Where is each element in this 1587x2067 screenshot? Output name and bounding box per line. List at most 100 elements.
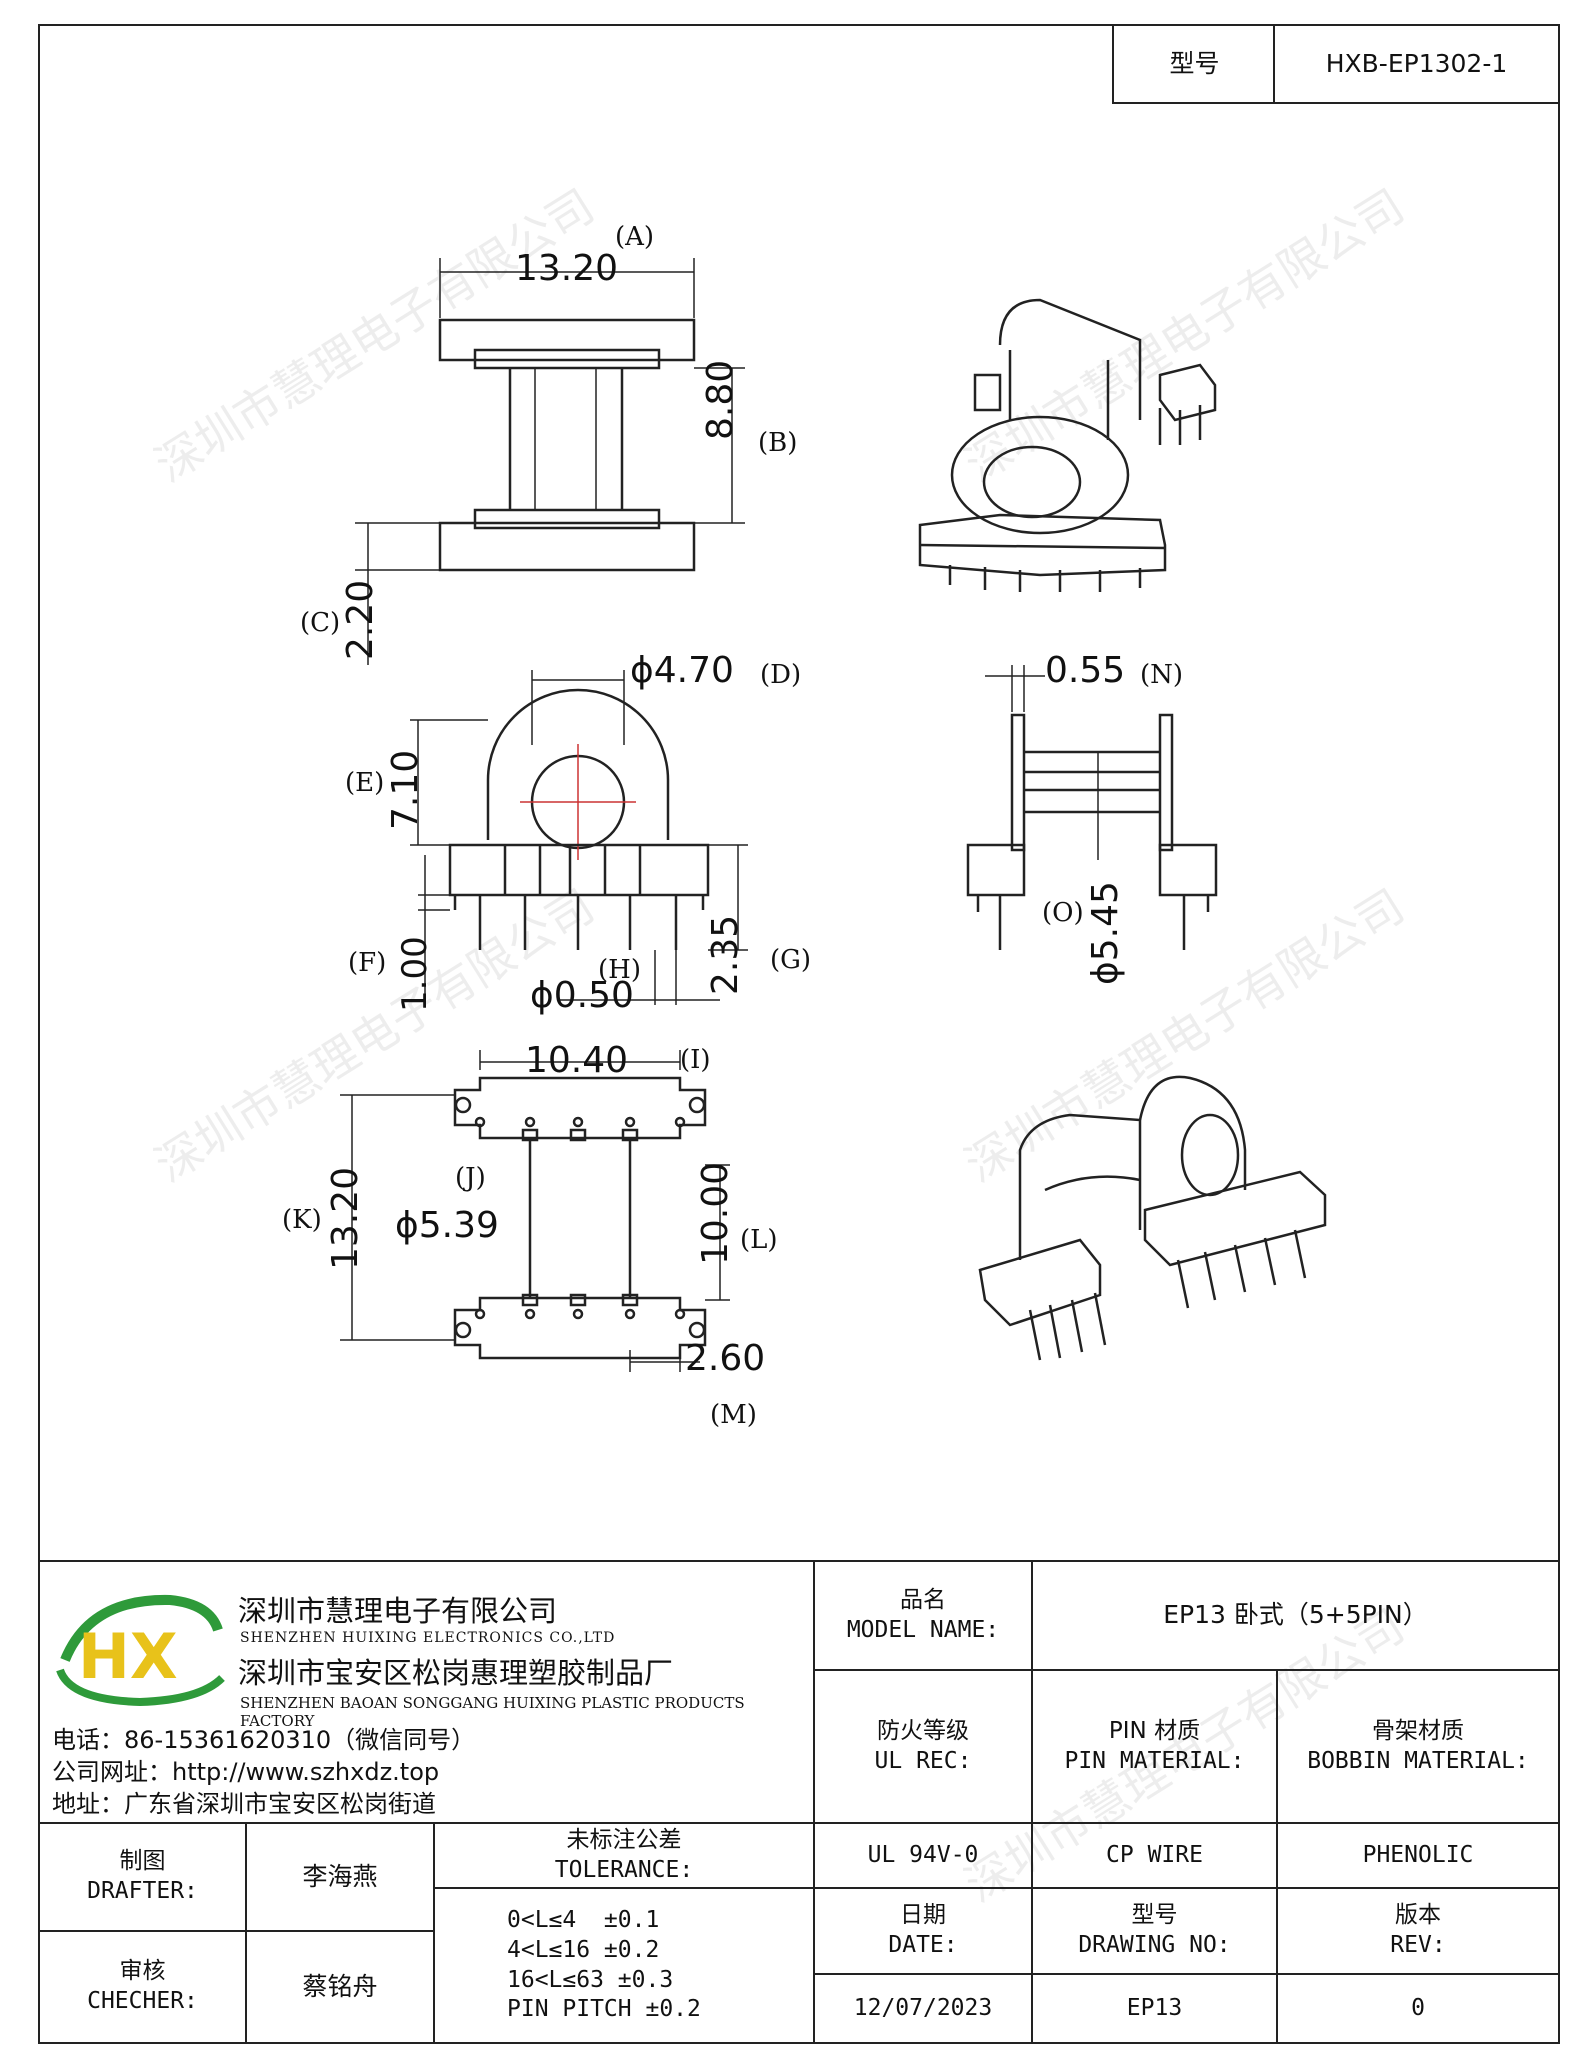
tolerance-table: 0<L≤4 ±0.1 4<L≤16 ±0.2 16<L≤63 ±0.3 PIN … bbox=[433, 1887, 815, 2044]
dim-g-tag: (G) bbox=[770, 945, 812, 975]
company-logo: HX bbox=[56, 1594, 225, 1707]
date-label-cn: 日期 bbox=[900, 1902, 946, 1929]
date-label: 日期 DATE: bbox=[813, 1887, 1033, 1975]
fire-rating-value-cell: UL 94V-0 bbox=[813, 1822, 1033, 1889]
dim-h-tag: (H) bbox=[598, 955, 641, 985]
model-name-label-cn: 品名 bbox=[900, 1586, 946, 1613]
company-name-cn: 深圳市慧理电子有限公司 bbox=[238, 1594, 558, 1628]
bobbin-label-en: BOBBIN MATERIAL: bbox=[1307, 1747, 1529, 1774]
dim-m-value: 2.60 bbox=[685, 1338, 766, 1379]
tolerance-line: 4<L≤16 ±0.2 bbox=[507, 1936, 660, 1963]
title-block-top-border bbox=[38, 1560, 1560, 1562]
pin-label-en: PIN MATERIAL: bbox=[1064, 1747, 1245, 1774]
dim-e-tag: (E) bbox=[345, 768, 385, 798]
date-value-cell: 12/07/2023 bbox=[813, 1973, 1033, 2044]
company-website: 公司网址：http://www.szhxdz.top bbox=[52, 1758, 440, 1786]
pin-material-label: PIN 材质 PIN MATERIAL: bbox=[1031, 1669, 1278, 1824]
tolerance-label-cn: 未标注公差 bbox=[566, 1826, 682, 1853]
dim-c-value: 2.20 bbox=[340, 579, 381, 660]
dim-e-value: 7.10 bbox=[385, 749, 426, 830]
dim-d-value: ϕ4.70 bbox=[630, 650, 734, 691]
drawing-no-label: 型号 DRAWING NO: bbox=[1031, 1887, 1278, 1975]
drafter-label-en: DRAFTER: bbox=[87, 1878, 198, 1904]
tolerance-line: PIN PITCH ±0.2 bbox=[507, 1996, 701, 2023]
checker-label: 审核 CHECHER: bbox=[38, 1930, 247, 2044]
date-value: 12/07/2023 bbox=[853, 1994, 993, 2021]
dim-o-value: ϕ5.45 bbox=[1085, 881, 1126, 985]
dim-g-value: 2.35 bbox=[705, 914, 746, 995]
dim-j-value: ϕ5.39 bbox=[395, 1205, 499, 1246]
drawing-no-label-cn: 型号 bbox=[1131, 1902, 1178, 1929]
isometric-view-top bbox=[918, 298, 1217, 592]
dim-a-value: 13.20 bbox=[515, 248, 619, 289]
drawing-no-label-en: DRAWING NO: bbox=[1078, 1932, 1231, 1958]
dim-n-tag: (N) bbox=[1140, 660, 1184, 690]
dim-i-tag: (I) bbox=[680, 1045, 711, 1075]
company-area: HX 深圳市慧理电子有限公司 SHENZHEN HUIXING ELECTRON… bbox=[40, 1562, 813, 1820]
model-label: 型号 bbox=[1169, 48, 1220, 78]
drafter-label-cn: 制图 bbox=[119, 1848, 166, 1875]
bobbin-material-label: 骨架材质 BOBBIN MATERIAL: bbox=[1276, 1669, 1560, 1824]
date-label-en: DATE: bbox=[888, 1932, 958, 1958]
company-phone: 电话：86-15361620310（微信同号） bbox=[52, 1726, 476, 1754]
drafter-name-cell: 李海燕 bbox=[245, 1822, 435, 1932]
pin-material-value: CP WIRE bbox=[1106, 1841, 1203, 1868]
dim-m-tag: (M) bbox=[710, 1400, 757, 1430]
pin-label-cn: PIN 材质 bbox=[1108, 1717, 1201, 1744]
model-value-cell: HXB-EP1302-1 bbox=[1273, 26, 1558, 104]
factory-name-cn: 深圳市宝安区松岗惠理塑胶制品厂 bbox=[238, 1656, 674, 1690]
fire-label-en: UL REC: bbox=[874, 1747, 972, 1774]
dim-h-value: ϕ0.50 bbox=[530, 975, 634, 1016]
tolerance-line: 16<L≤63 ±0.3 bbox=[507, 1966, 674, 1993]
dim-n-value: 0.55 bbox=[1045, 650, 1126, 691]
dim-b-value: 8.80 bbox=[700, 359, 741, 440]
dim-f-tag: (F) bbox=[348, 948, 387, 978]
drafter-label: 制图 DRAFTER: bbox=[38, 1822, 247, 1932]
bottom-view bbox=[340, 1050, 730, 1372]
factory-name-en: SHENZHEN BAOAN SONGGANG HUIXING PLASTIC … bbox=[240, 1694, 745, 1730]
model-name-label: 品名 MODEL NAME: bbox=[813, 1560, 1033, 1671]
dim-f-value: 1.00 bbox=[395, 936, 435, 1012]
technical-drawing bbox=[340, 258, 1327, 1372]
company-address: 地址：广东省深圳市宝安区松岗街道 bbox=[52, 1790, 436, 1818]
rev-label: 版本 REV: bbox=[1276, 1887, 1560, 1975]
drawing-no-value: EP13 bbox=[1126, 1994, 1183, 2021]
bobbin-material-value-cell: PHENOLIC bbox=[1276, 1822, 1560, 1889]
bobbin-material-value: PHENOLIC bbox=[1362, 1841, 1474, 1868]
dim-a-tag: (A) bbox=[615, 222, 655, 252]
drafter-name: 李海燕 bbox=[302, 1861, 378, 1891]
dim-k-tag: (K) bbox=[282, 1205, 322, 1235]
rev-label-en: REV: bbox=[1390, 1932, 1446, 1958]
checker-name: 蔡铭舟 bbox=[302, 1971, 378, 2001]
front-view bbox=[410, 670, 748, 1005]
model-value: HXB-EP1302-1 bbox=[1325, 48, 1508, 78]
dim-l-tag: (L) bbox=[740, 1225, 778, 1255]
model-name-label-en: MODEL NAME: bbox=[846, 1616, 1000, 1643]
dim-k-value: 13.20 bbox=[325, 1166, 366, 1270]
rev-label-cn: 版本 bbox=[1395, 1902, 1441, 1929]
dim-j-tag: (J) bbox=[455, 1163, 486, 1193]
dim-c-tag: (C) bbox=[300, 608, 341, 638]
rev-value-cell: 0 bbox=[1276, 1973, 1560, 2044]
drawing-no-value-cell: EP13 bbox=[1031, 1973, 1278, 2044]
dim-i-value: 10.40 bbox=[525, 1040, 629, 1081]
model-name-value: EP13 卧式（5+5PIN） bbox=[1163, 1600, 1428, 1630]
model-label-cell: 型号 bbox=[1112, 26, 1275, 104]
tolerance-label: 未标注公差 TOLERANCE: bbox=[433, 1822, 815, 1889]
company-name-en: SHENZHEN HUIXING ELECTRONICS CO.,LTD bbox=[240, 1630, 616, 1646]
dim-d-tag: (D) bbox=[760, 660, 802, 690]
fire-label-cn: 防火等级 bbox=[877, 1717, 969, 1744]
tolerance-line: 0<L≤4 ±0.1 bbox=[507, 1906, 660, 1933]
fire-rating-value: UL 94V-0 bbox=[867, 1841, 979, 1868]
dim-l-value: 10.00 bbox=[695, 1161, 736, 1265]
checker-label-en: CHECHER: bbox=[87, 1988, 198, 2014]
logo-letters: HX bbox=[78, 1620, 178, 1693]
fire-rating-label: 防火等级 UL REC: bbox=[813, 1669, 1033, 1824]
checker-label-cn: 审核 bbox=[119, 1958, 166, 1985]
dim-b-tag: (B) bbox=[758, 428, 798, 458]
bobbin-label-cn: 骨架材质 bbox=[1372, 1717, 1464, 1744]
isometric-view-bottom bbox=[978, 1075, 1327, 1361]
pin-material-value-cell: CP WIRE bbox=[1031, 1822, 1278, 1889]
rev-value: 0 bbox=[1411, 1994, 1425, 2021]
side-view bbox=[355, 258, 745, 665]
